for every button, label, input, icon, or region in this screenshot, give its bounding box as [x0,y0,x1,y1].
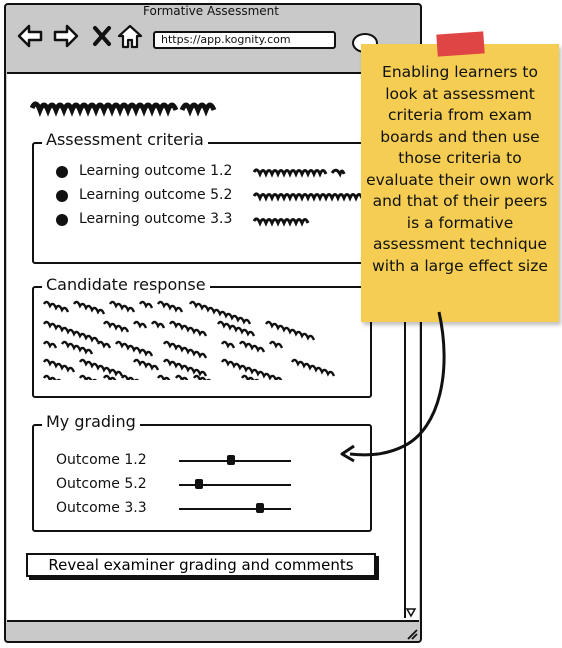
assessment-criteria-legend: Assessment criteria [42,131,208,149]
tape [436,31,485,57]
candidate-response-legend: Candidate response [42,276,210,294]
criteria-text-scribble [252,217,310,227]
url-field[interactable]: https://app.kognity.com [153,31,336,49]
close-icon[interactable] [89,22,117,50]
sticky-note-text: Enabling learners to look at assessment … [366,63,554,275]
outcome-slider-track[interactable] [179,508,291,510]
outcome-label: Outcome 5.2 [56,476,147,492]
outcome-slider-thumb[interactable] [255,503,264,513]
bullet-icon [56,166,68,178]
outcome-label: Outcome 1.2 [56,452,147,468]
heading-scribble [30,101,217,118]
my-grading-panel [32,424,372,532]
back-arrow-icon[interactable] [16,22,44,50]
scroll-down-icon[interactable] [405,606,417,618]
response-text-scribble [42,300,336,380]
sticky-note [361,44,559,322]
reveal-examiner-button[interactable]: Reveal examiner grading and comments [26,553,376,577]
resize-grip-icon[interactable] [404,626,418,640]
criteria-item: Learning outcome 3.3 [79,211,233,227]
my-grading-legend: My grading [42,413,140,431]
criteria-item: Learning outcome 1.2 [79,163,233,179]
home-icon[interactable] [116,22,144,50]
criteria-text-scribble [252,168,346,178]
assessment-criteria-panel [32,142,374,264]
bullet-icon [56,190,68,202]
outcome-label: Outcome 3.3 [56,500,147,516]
outcome-slider-track[interactable] [179,460,291,462]
criteria-item: Learning outcome 5.2 [79,187,233,203]
outcome-slider-thumb[interactable] [226,455,235,465]
callout-arrow-icon [340,311,446,463]
window-title: Formative Assessment [143,4,279,18]
forward-arrow-icon[interactable] [52,22,80,50]
bullet-icon [56,214,68,226]
outcome-slider-track[interactable] [179,484,291,486]
criteria-text-scribble [252,192,364,202]
outcome-slider-thumb[interactable] [195,479,204,489]
